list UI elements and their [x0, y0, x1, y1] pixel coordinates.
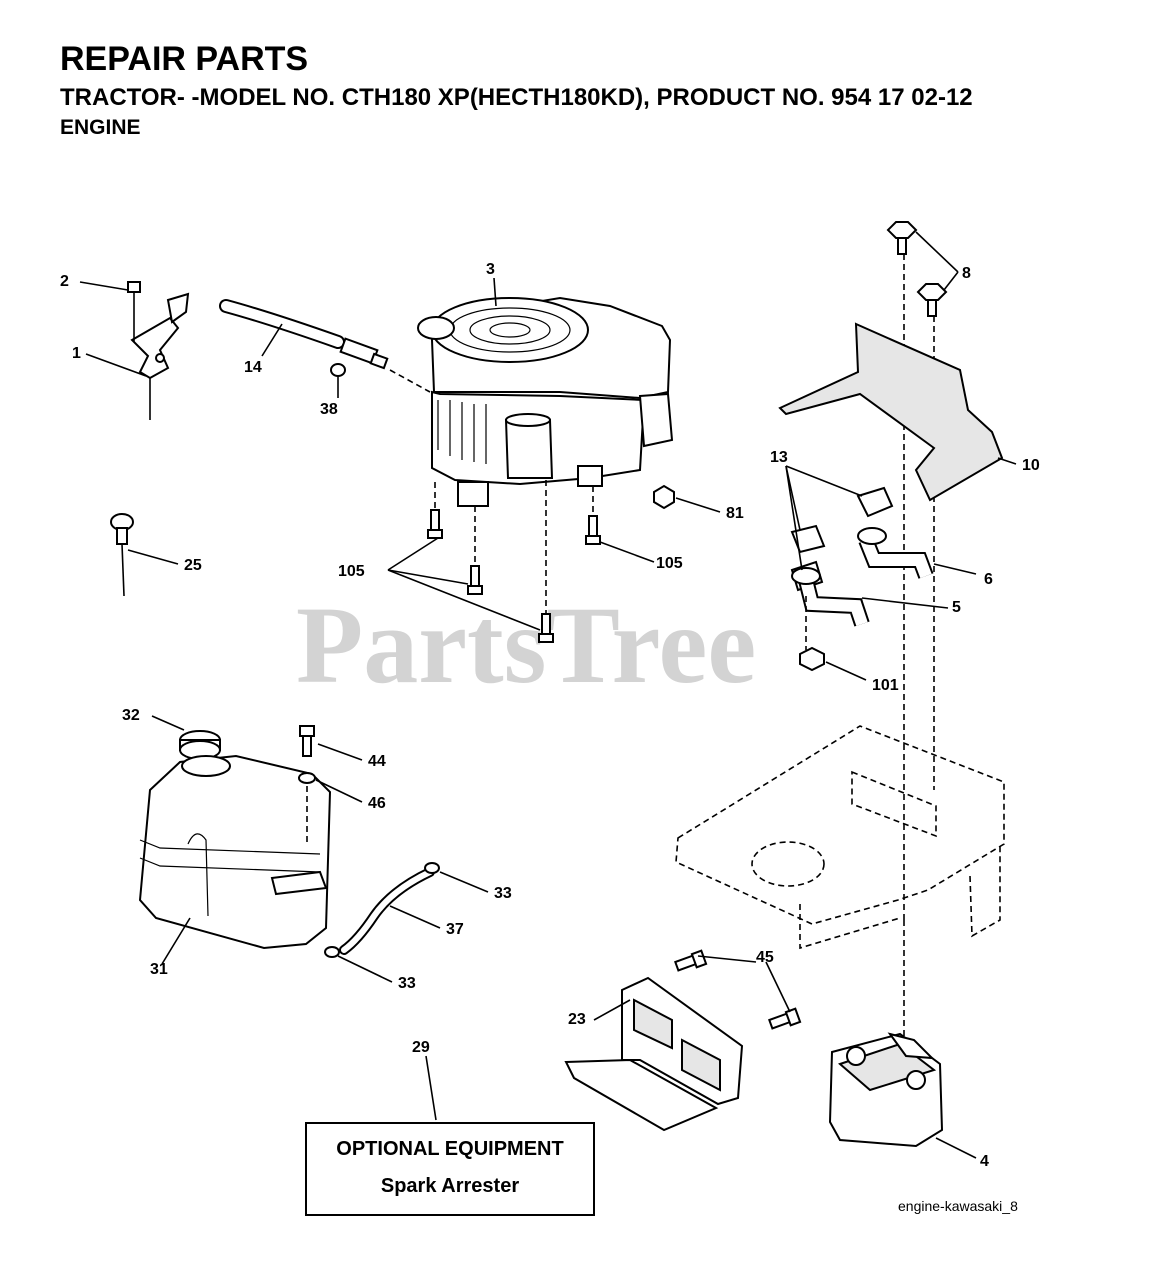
engine-bolts-part[interactable]	[427, 509, 601, 643]
callout-33-upper: 33	[494, 885, 512, 902]
callout-37: 37	[446, 921, 464, 938]
callout-1: 1	[72, 345, 81, 362]
callout-13: 13	[770, 449, 788, 466]
callout-2: 2	[60, 273, 69, 290]
dipstick-part[interactable]	[110, 513, 134, 597]
muffler-bracket-part[interactable]	[564, 976, 744, 1132]
callout-33-lower: 33	[398, 975, 416, 992]
callout-29: 29	[412, 1039, 430, 1056]
fuel-filter-part[interactable]	[330, 337, 389, 377]
callout-25: 25	[184, 557, 202, 574]
watermark-text: PartsTree	[296, 584, 756, 706]
model-subtitle: TRACTOR- -MODEL NO. CTH180 XP(HECTH180KD…	[60, 84, 973, 111]
callout-46: 46	[368, 795, 386, 812]
engine-part[interactable]	[417, 296, 674, 507]
frame-reference	[675, 725, 1005, 950]
callout-4: 4	[980, 1153, 989, 1170]
callout-105-right: 105	[656, 555, 683, 572]
nut-101-part[interactable]	[799, 596, 825, 672]
fuel-cap-part[interactable]	[179, 730, 221, 760]
heat-shield-part[interactable]	[778, 322, 1004, 502]
muffler-part[interactable]	[828, 920, 944, 1148]
screws-8-part[interactable]	[886, 221, 948, 317]
callout-32: 32	[122, 707, 140, 724]
callout-81: 81	[726, 505, 744, 522]
tank-washer-part[interactable]	[298, 772, 316, 784]
optional-equipment-item: Spark Arrester	[380, 1175, 520, 1197]
callout-31: 31	[150, 961, 168, 978]
callout-23: 23	[568, 1011, 586, 1028]
callout-3: 3	[486, 261, 495, 278]
callout-5: 5	[952, 599, 961, 616]
fuel-tank-part[interactable]	[138, 754, 332, 950]
exhaust-pipe-5-part[interactable]	[791, 567, 870, 627]
callout-105-left: 105	[338, 563, 365, 580]
callout-45: 45	[756, 949, 774, 966]
callout-10: 10	[1022, 457, 1040, 474]
fuel-line-part[interactable]	[219, 299, 345, 349]
leader-lines	[79, 231, 1017, 1159]
hose-clamps-part[interactable]	[324, 862, 440, 958]
optional-equipment-title: OPTIONAL EQUIPMENT	[336, 1138, 564, 1160]
bracket-bolts-part[interactable]	[674, 949, 802, 1030]
callout-38: 38	[320, 401, 338, 418]
callout-44: 44	[368, 753, 386, 770]
figure-reference: engine-kawasaki_8	[898, 1198, 1018, 1214]
page-title: REPAIR PARTS	[60, 40, 309, 78]
callout-labels: 2 1 14 3 38 8 10 13 81 25 105 105 6 5 10…	[60, 261, 1040, 1170]
nut-81-part[interactable]	[653, 484, 675, 510]
callout-14: 14	[244, 359, 262, 376]
fuel-hose-part[interactable]	[339, 867, 435, 955]
exhaust-pipe-6-part[interactable]	[857, 527, 934, 579]
callout-8: 8	[962, 265, 971, 282]
tank-bolt-part[interactable]	[299, 725, 315, 757]
callout-6: 6	[984, 571, 993, 588]
throttle-bracket-part[interactable]	[127, 281, 190, 420]
optional-equipment-box: OPTIONAL EQUIPMENT Spark Arrester	[305, 1122, 595, 1216]
section-title: ENGINE	[60, 116, 141, 139]
callout-101: 101	[872, 677, 899, 694]
